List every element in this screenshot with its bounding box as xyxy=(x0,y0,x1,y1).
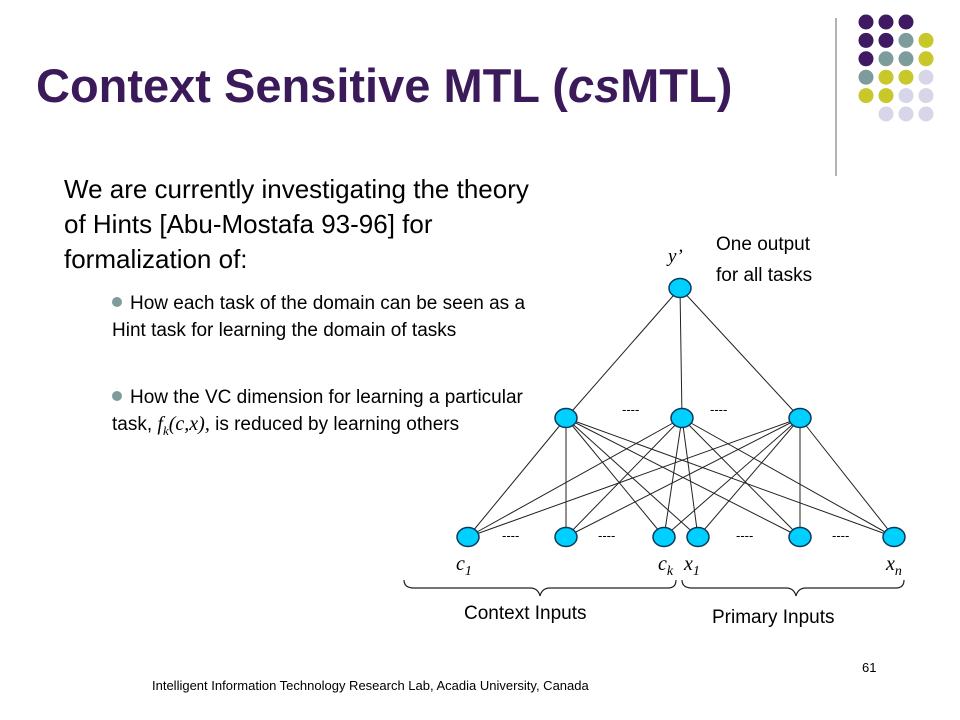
bullet-dot-icon xyxy=(112,391,122,401)
input-node xyxy=(882,526,906,548)
decoration-dot xyxy=(898,88,914,104)
context-inputs-label: Context Inputs xyxy=(464,603,587,624)
input-ellipsis-1: ---- xyxy=(502,528,519,543)
input-hidden-connection xyxy=(467,417,801,538)
decoration-dot xyxy=(858,51,874,67)
decoration-dot xyxy=(878,32,894,48)
output-node xyxy=(668,277,692,299)
title-italic: cs xyxy=(567,59,621,112)
decoration-dot xyxy=(898,32,914,48)
input-hidden-connection xyxy=(565,417,665,538)
input-hidden-connection xyxy=(681,417,801,538)
input-label-c1: c1 xyxy=(456,553,472,579)
input-node xyxy=(456,526,480,548)
decoration-dot xyxy=(858,14,874,30)
footer-text: Intelligent Information Technology Resea… xyxy=(152,678,589,693)
hidden-node xyxy=(554,407,578,429)
decoration-dot xyxy=(898,14,914,30)
input-hidden-connection xyxy=(663,417,683,538)
input-hidden-connection xyxy=(467,417,567,538)
slide-title: Context Sensitive MTL (csMTL) xyxy=(36,59,733,112)
bullet-hint-task: How each task of the domain can be seen … xyxy=(112,293,526,341)
input-hidden-connection xyxy=(467,417,683,538)
input-node xyxy=(554,526,578,548)
input-node xyxy=(686,526,710,548)
input-hidden-connection xyxy=(697,417,801,538)
primary-inputs-brace xyxy=(681,579,905,597)
input-label-xn: xn xyxy=(885,553,902,579)
input-hidden-connection xyxy=(565,417,801,538)
context-inputs-brace xyxy=(403,579,677,597)
primary-inputs-label: Primary Inputs xyxy=(712,607,834,628)
input-hidden-connection xyxy=(565,417,895,538)
decoration-dot xyxy=(918,88,934,104)
output-label: y’ xyxy=(666,246,683,267)
decoration-dot xyxy=(898,106,914,122)
decoration-dot xyxy=(878,106,894,122)
decoration-dot xyxy=(878,88,894,104)
decoration-dot xyxy=(898,51,914,67)
hidden-ellipsis-left: ---- xyxy=(622,402,639,417)
decoration-dot xyxy=(918,32,934,48)
bullet-dot-icon xyxy=(112,297,122,307)
input-node xyxy=(788,526,812,548)
hidden-output-connection xyxy=(565,287,681,419)
intro-paragraph: We are currently investigating the theor… xyxy=(64,174,529,274)
hidden-ellipsis-right: ---- xyxy=(710,402,727,417)
hidden-node xyxy=(670,407,694,429)
output-note-line2: for all tasks xyxy=(716,265,812,286)
input-hidden-connection xyxy=(565,417,683,538)
decoration-dot xyxy=(898,69,914,85)
input-label-x1: x1 xyxy=(683,553,700,579)
input-hidden-connection xyxy=(663,417,801,538)
decoration-dot xyxy=(918,69,934,85)
function-expression: fk(c,x), xyxy=(157,413,210,438)
input-node xyxy=(652,526,676,548)
decoration-dot xyxy=(918,51,934,67)
input-hidden-connection xyxy=(565,417,699,538)
decoration-dot xyxy=(878,51,894,67)
bullet-vc-dimension: How the VC dimension for learning a part… xyxy=(112,387,523,438)
input-hidden-connection xyxy=(799,417,895,538)
decoration-dot xyxy=(918,106,934,122)
decoration-dot xyxy=(878,14,894,30)
hidden-output-connection xyxy=(679,287,801,419)
input-ellipsis-2: ---- xyxy=(598,528,615,543)
input-hidden-connection xyxy=(681,417,699,538)
input-ellipsis-3: ---- xyxy=(736,528,753,543)
decoration-dot xyxy=(858,32,874,48)
hidden-output-connection xyxy=(679,287,683,419)
input-ellipsis-4: ---- xyxy=(832,528,849,543)
decoration-dot xyxy=(858,69,874,85)
page-number: 61 xyxy=(862,660,877,675)
input-hidden-connection xyxy=(681,417,895,538)
input-label-ck: ck xyxy=(658,553,674,579)
output-note-line1: One output xyxy=(716,234,811,255)
decoration-dot xyxy=(878,69,894,85)
decoration-dot xyxy=(858,88,874,104)
hidden-node xyxy=(788,407,812,429)
